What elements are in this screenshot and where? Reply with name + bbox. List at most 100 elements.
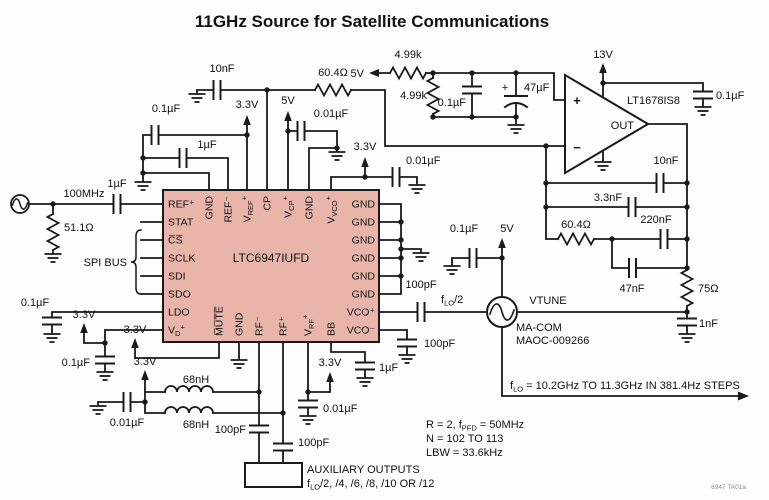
note-r-fpfd: R = 2, fPFD = 50MHz [426, 419, 524, 433]
cap-value: 10nF [653, 155, 678, 167]
cap-value: 0.01µF [406, 155, 441, 167]
supply-arrow-left-icon [369, 69, 379, 77]
pin-label-sdo: SDO [168, 289, 191, 301]
vco-macom: MA-COM MAOC-009266 VTUNE [486, 295, 589, 347]
pin-label-vvco: VVCO+ [324, 195, 340, 223]
cap-1uf-bb [354, 361, 376, 371]
ground-icon [229, 355, 249, 369]
pin-label-cs: C̅S̅ [168, 235, 183, 247]
flo2-label: fLO/2 [441, 294, 463, 308]
vtune-label: VTUNE [529, 295, 566, 307]
pin-label-gnd: GND [352, 235, 376, 247]
supply-label-3v3: 3.3V [354, 141, 377, 153]
cap-10nf-cp [212, 79, 222, 101]
pin-label-stat: STAT [168, 217, 194, 229]
polarity-plus: + [502, 82, 508, 94]
pin-label-vrf: VRF+ [301, 314, 317, 336]
cap-3p3nf-feedback [627, 196, 637, 218]
cap-value: 100pF [424, 338, 455, 350]
pin-label-cp: CP [262, 196, 274, 211]
cap-value: 100pF [405, 279, 436, 291]
cap-value: 0.01µF [314, 108, 349, 120]
aux-outputs-freqs: fLO/2, /4, /6, /8, /10 OR /12 [307, 478, 434, 492]
pin-label-gnd: GND [352, 217, 376, 229]
cap-0p1uf-vco5v [468, 247, 478, 269]
res-value: 75Ω [698, 283, 718, 295]
opamp-symbol [564, 73, 650, 175]
supply-arrow-icon [598, 62, 608, 84]
cap-value: 0.1µF [716, 90, 745, 102]
value-labels: 100MHz 1µF 51.1Ω SPI BUS 0.1µF 1µF 10nF … [21, 49, 745, 449]
cap-1nf-vtune [676, 317, 698, 327]
cap-value: 0.1µF [21, 297, 50, 309]
schematic-title: 11GHz Source for Satellite Communication… [195, 12, 549, 31]
supply-arrow-icon [79, 322, 89, 344]
note-n: N = 102 TO 113 [426, 433, 503, 445]
cap-value: 3.3nF [594, 192, 622, 204]
cap-1uf-refminus [178, 147, 188, 169]
ground-icon [397, 350, 417, 364]
cap-value: 0.1µF [450, 223, 479, 235]
cap-value: 0.01µF [323, 403, 358, 415]
supply-arrow-icon [360, 156, 370, 178]
opamp-minus-input: − [573, 140, 581, 155]
pin-label-vcom: VCO⁻ [347, 325, 376, 337]
pin-label-sclk: SCLK [168, 253, 195, 265]
pin-label-refm: REF⁻ [223, 196, 235, 223]
cap-0p1uf-divider [461, 85, 483, 95]
cap-220nf-feedback [659, 228, 669, 250]
supply-arrow-icon [325, 371, 335, 393]
cap-0p01uf-vrf [297, 399, 319, 409]
pin-label-vd: VD+ [168, 323, 185, 339]
cap-1uf-ref-input [112, 193, 122, 215]
pin-label-gnd: GND [352, 199, 376, 211]
ind-value: 68nH [183, 419, 209, 431]
ic-part-number: LTC6947IUFD [233, 251, 310, 265]
cap-value: 0.1µF [438, 97, 467, 109]
pin-label-vref: VREF+ [240, 195, 256, 222]
supply-arrow-icon [497, 237, 507, 259]
ground-icon [411, 248, 431, 262]
cap-47nf-feedback [628, 257, 637, 279]
ac-source-icon [10, 194, 30, 214]
cap-value: 1µF [379, 362, 398, 374]
supply-label-3v3: 3.3V [124, 324, 147, 336]
pin-label-vcop: VCO⁺ [347, 307, 376, 319]
cap-0p01uf-vvco [391, 166, 401, 188]
pin-label-gnd: GND [352, 271, 376, 283]
resistors [45, 65, 695, 308]
supply-label-5v: 5V [281, 95, 295, 107]
ic-ltc6947: LTC6947IUFD REF⁺ STAT C̅S̅ SCLK SDI SDO … [162, 189, 380, 343]
opamp-part-number: LT1678IS8 [627, 95, 680, 107]
cap-0p1uf-vref [150, 124, 160, 146]
note-lbw: LBW = 33.6kHz [426, 447, 503, 459]
supply-label-3v3: 3.3V [134, 356, 157, 368]
cap-value: 220nF [640, 214, 671, 226]
cap-value: 100pF [298, 437, 329, 449]
opamp-out-label: OUT [611, 120, 635, 132]
capacitors [41, 79, 714, 452]
cap-value: 47nF [619, 283, 644, 295]
cap-0p1uf-vd [94, 355, 116, 365]
pin-label-gnd-bottom: GND [234, 312, 246, 336]
pin-label-vcp: VCP+ [281, 195, 297, 217]
supply-label-5v: 5V [351, 68, 365, 80]
vco-vendor: MA-COM [516, 322, 562, 334]
ground-icon [407, 180, 427, 194]
supply-arrow-icon [283, 110, 293, 132]
supply-arrow-icon [140, 369, 150, 391]
resistor-75r-vtune [679, 268, 695, 308]
ground-icon [298, 411, 318, 425]
cap-value: 0.01µF [110, 417, 145, 429]
res-value: 4.99k [395, 49, 422, 61]
cap-value: 1nF [699, 318, 718, 330]
ref-source [10, 194, 30, 214]
ground-icon [187, 89, 207, 103]
pin-label-ldo: LDO [168, 307, 190, 319]
ground-icon [95, 367, 115, 381]
supply-label-3v3: 3.3V [236, 99, 259, 111]
ground-icon [355, 373, 375, 387]
resistor-4k99-bottom [425, 76, 441, 116]
